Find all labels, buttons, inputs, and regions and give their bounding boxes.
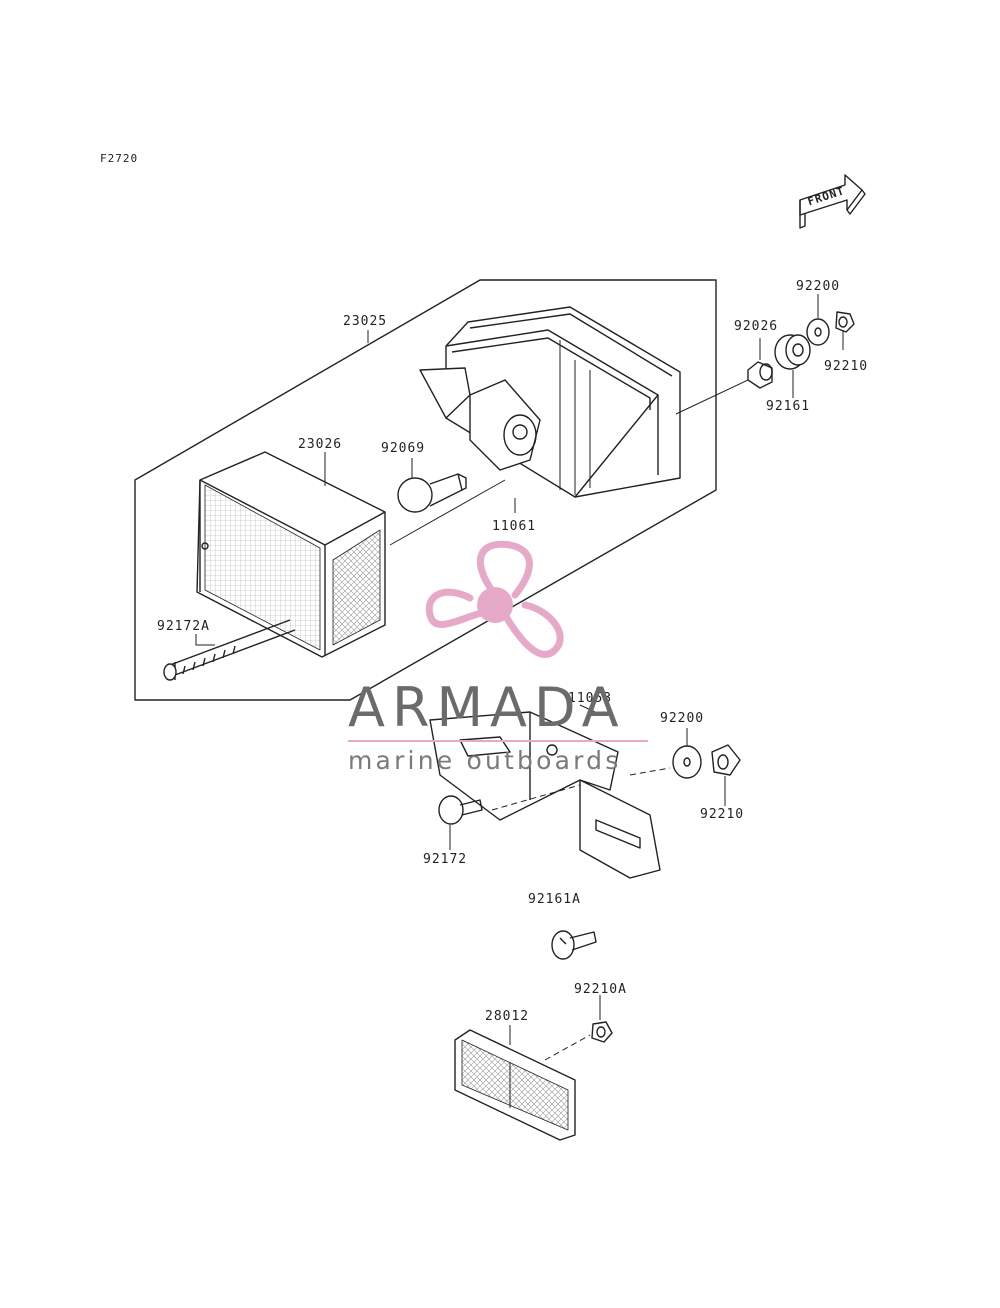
label-28012: 28012 bbox=[485, 1009, 530, 1024]
watermark-rule bbox=[348, 740, 648, 742]
lens-23026 bbox=[196, 451, 506, 658]
label-92200-top: 92200 bbox=[796, 279, 841, 294]
washer-92200-top bbox=[806, 318, 830, 346]
label-11061: 11061 bbox=[492, 519, 537, 534]
label-92210-mid: 92210 bbox=[700, 807, 745, 822]
label-92172: 92172 bbox=[423, 852, 468, 867]
bulb-92069 bbox=[397, 473, 467, 513]
label-92161A: 92161A bbox=[528, 892, 581, 907]
label-23025: 23025 bbox=[343, 314, 388, 329]
reflector-28012 bbox=[454, 1029, 576, 1141]
label-11053: 11053 bbox=[568, 691, 613, 706]
propeller-icon bbox=[425, 540, 564, 658]
label-92210A: 92210A bbox=[574, 982, 627, 997]
label-92200-mid: 92200 bbox=[660, 711, 705, 726]
label-92161: 92161 bbox=[766, 399, 811, 414]
watermark-brand: ARMADA bbox=[348, 676, 626, 739]
grommet-92026 bbox=[747, 361, 773, 389]
screw-92172A bbox=[163, 619, 296, 681]
label-92026: 92026 bbox=[734, 319, 779, 334]
watermark-tagline: marine outboards bbox=[348, 746, 622, 775]
label-92210-top: 92210 bbox=[824, 359, 869, 374]
bolt-92161A bbox=[551, 930, 597, 960]
label-92172A: 92172A bbox=[157, 619, 210, 634]
front-arrow-icon bbox=[799, 174, 866, 229]
label-23026: 23026 bbox=[298, 437, 343, 452]
grommet-92161 bbox=[774, 334, 811, 370]
nut-92210A bbox=[591, 1021, 613, 1043]
washer-92200-mid bbox=[672, 745, 702, 779]
assembly-frame bbox=[134, 279, 717, 701]
housing-11061 bbox=[419, 306, 749, 498]
label-92069: 92069 bbox=[381, 441, 426, 456]
nut-92210-mid bbox=[711, 744, 741, 776]
leader-lines bbox=[195, 294, 844, 1061]
nut-92210-top bbox=[835, 311, 855, 333]
figure-code: F2720 bbox=[100, 152, 139, 165]
bolt-92172 bbox=[438, 795, 483, 825]
